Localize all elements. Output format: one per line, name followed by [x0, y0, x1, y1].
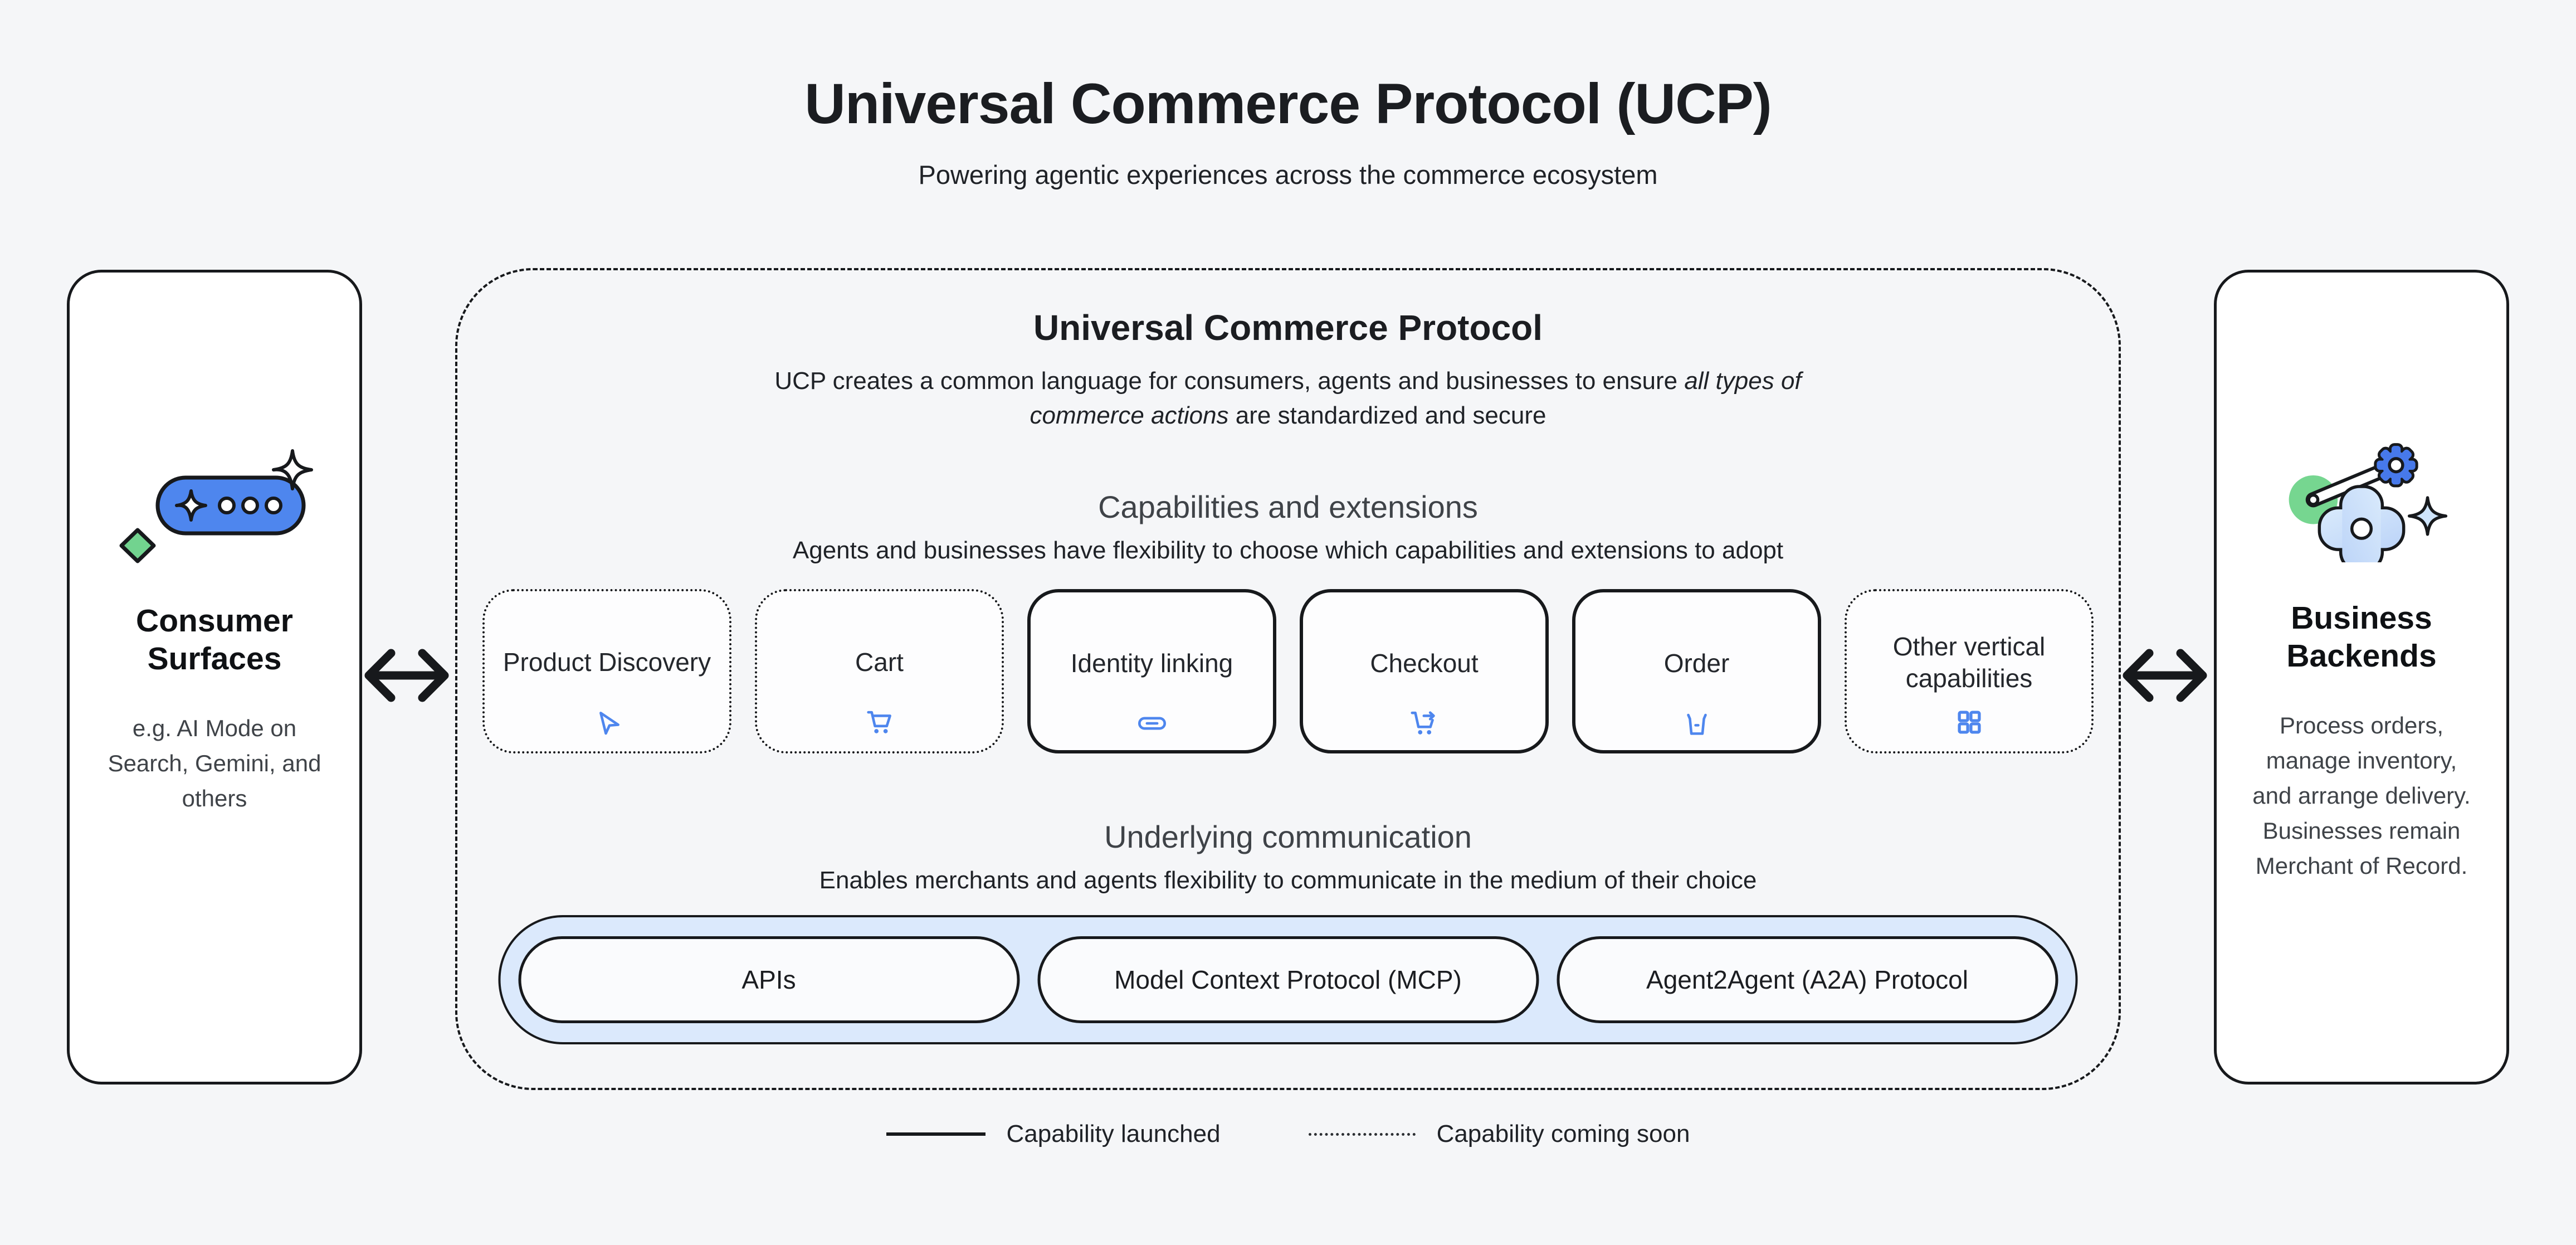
capability-label: Identity linking [1070, 649, 1233, 678]
capabilities-section-subtitle: Agents and businesses have flexibility t… [792, 537, 1784, 564]
capability-card-cart: Cart [755, 589, 1004, 753]
page-title: Universal Commerce Protocol (UCP) [804, 72, 1772, 135]
ucp-description-prefix: UCP creates a common language for consum… [774, 367, 1685, 395]
cart-checkout-icon [1410, 711, 1435, 735]
business-backends-title: Business Backends [2286, 600, 2437, 674]
capability-label: Order [1663, 649, 1730, 678]
capability-label: Product Discovery [502, 648, 711, 677]
legend: Capability launched Capability coming so… [0, 1120, 2576, 1148]
consumer-surfaces-description: e.g. AI Mode on Search, Gemini, and othe… [108, 714, 321, 811]
left-double-arrow-icon [364, 649, 449, 702]
capability-label: Other vertical capabilities [1892, 631, 2046, 693]
consumer-surfaces-title: Consumer Surfaces [136, 603, 293, 677]
protocol-pill-a2a: Agent2Agent (A2A) Protocol [1557, 936, 2058, 1023]
capability-card-product-discovery: Product Discovery [482, 589, 731, 753]
ucp-description: UCP creates a common language for consum… [759, 364, 1817, 434]
legend-launched-label: Capability launched [1006, 1120, 1221, 1147]
ucp-description-italic: all types of commerce actions [1030, 367, 1802, 430]
communication-protocols-container: APIs Model Context Protocol (MCP) Agent2… [498, 915, 2078, 1044]
navigation-arrow-icon [599, 712, 619, 735]
capability-card-identity-linking: Identity linking [1027, 589, 1276, 753]
protocol-pill-apis: APIs [518, 936, 1019, 1023]
communication-section-subtitle: Enables merchants and agents flexibility… [819, 867, 1757, 894]
capabilities-row: Product Discovery Cart Identity linking [457, 589, 2119, 753]
capability-card-order: Order [1572, 589, 1821, 753]
business-backends-card: Business Backends Process orders, manage… [2214, 270, 2509, 1084]
legend-coming-soon-label: Capability coming soon [1436, 1120, 1690, 1147]
legend-dotted-line [1308, 1132, 1416, 1136]
capability-label: Checkout [1370, 649, 1479, 678]
ai-chat-pill-icon [119, 449, 313, 563]
capability-label: Cart [855, 648, 904, 677]
protocol-pill-mcp: Model Context Protocol (MCP) [1037, 936, 1539, 1023]
grid-icon [1957, 711, 1981, 734]
ucp-title: Universal Commerce Protocol [1033, 308, 1543, 348]
consumer-surfaces-card: Consumer Surfaces e.g. AI Mode on Search… [67, 270, 362, 1084]
order-basket-icon [1686, 713, 1707, 735]
right-double-arrow-icon [2123, 649, 2207, 702]
legend-solid-line [886, 1132, 985, 1136]
ucp-container: Universal Commerce Protocol UCP creates … [455, 268, 2121, 1090]
gears-icon [2289, 443, 2448, 562]
capability-card-other-vertical: Other vertical capabilities [1845, 589, 2094, 753]
capabilities-section-title: Capabilities and extensions [1098, 489, 1478, 524]
page-subtitle: Powering agentic experiences across the … [918, 160, 1658, 189]
communication-section-title: Underlying communication [1104, 819, 1472, 854]
link-icon [1138, 717, 1166, 730]
ucp-description-suffix: are standardized and secure [1228, 402, 1546, 430]
capability-card-checkout: Checkout [1300, 589, 1549, 753]
business-backends-description: Process orders, manage inventory, and ar… [2252, 712, 2471, 879]
cart-icon [866, 711, 891, 733]
